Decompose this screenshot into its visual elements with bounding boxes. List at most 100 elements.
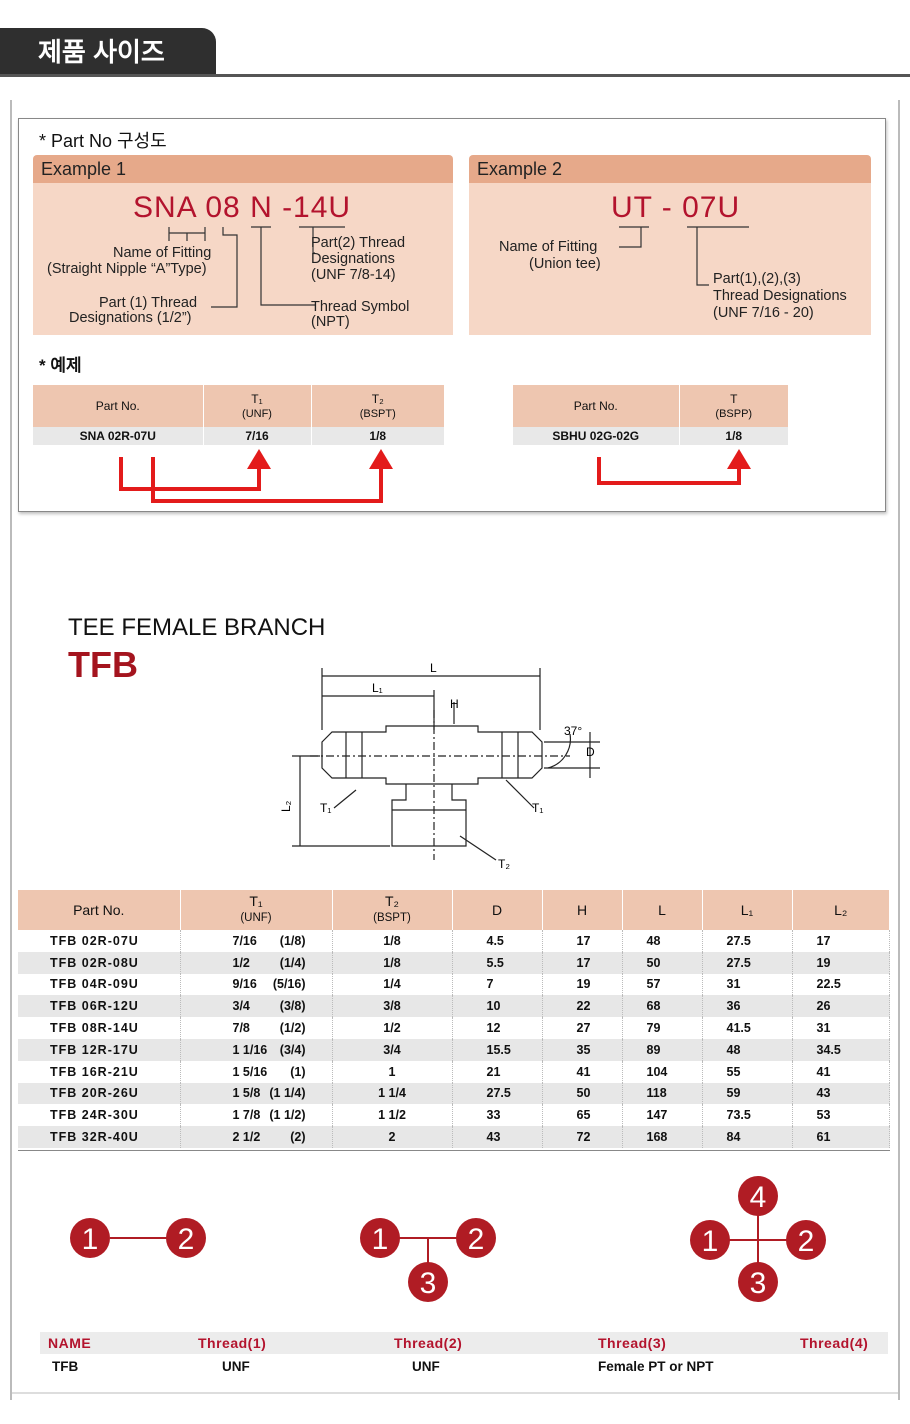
spec-table-bottom-rule [18,1150,890,1151]
cell-l2: 61 [792,1126,890,1148]
example2-name-line2: (Union tee) [529,256,601,272]
label-T1-right: T₁ [532,801,543,815]
example-arrows [119,449,751,503]
cell-l: 48 [622,930,703,952]
product-title: TEE FEMALE BRANCH [68,614,326,641]
example-heading: * 예제 [39,356,82,375]
cell-t2: 3/4 [332,1038,453,1061]
cell-h: 17 [542,930,623,952]
cell-l2: 43 [792,1082,890,1105]
cell-part-no: TFB 32R-40U [18,1126,181,1148]
cell-part-no: TFB 02R-07U [18,930,181,952]
cell-d: 21 [452,1060,543,1083]
spec-header-partno: Part No. [18,890,181,930]
label-T2: T₂ [498,857,510,871]
cell-l1: 27.5 [702,930,793,952]
spec-header-h: H [542,890,623,930]
ex2-header-partno: Part No. [513,385,680,427]
cell-l1: 27.5 [702,951,793,974]
section-title-tab: 제품 사이즈 [0,28,216,76]
cell-t1-paren: (1) [290,1064,306,1079]
example1-body: SNA 08 N -14U Name of Fitting (Straight … [33,183,453,335]
cell-t1-unf: 3/4 [232,999,250,1014]
ex2-cell-t: 1/8 [679,427,789,445]
cell-d: 27.5 [452,1082,543,1105]
cell-t2: 3/8 [332,995,453,1018]
example2-thread-line3: (UNF 7/16 - 20) [713,305,814,321]
cell-t1-unf: 1 7/8 [232,1108,261,1123]
ex1-header-t2-sub: (BSPT) [359,407,396,420]
d2-node-2-circle [456,1218,496,1258]
cell-part-no: TFB 12R-17U [18,1038,181,1061]
spec-header-t2-label: T₂ [385,893,399,909]
cell-l2: 53 [792,1104,890,1127]
ex1-cell-t1: 7/16 [203,427,312,445]
d2-node-1-circle [360,1218,400,1258]
name-header-thread4: Thread(4) [800,1332,888,1354]
cell-t1-unf: 1 5/8 [232,1086,261,1101]
d3-node-4-label: 4 [750,1181,767,1214]
example1-name-line1: Name of Fitting [113,245,212,261]
example2-label: Example 2 [469,155,871,183]
cell-t1-paren: (1 1/4) [269,1086,306,1101]
cell-d: 10 [452,995,543,1018]
d2-node-1-label: 1 [372,1223,389,1256]
arrow-t2-head [369,449,393,469]
cell-d: 5.5 [452,951,543,974]
spec-header-d: D [452,890,543,930]
cell-l1: 59 [702,1082,793,1105]
cell-h: 19 [542,973,623,996]
cell-h: 27 [542,1017,623,1039]
cell-t1-unf: 7/8 [232,1021,250,1036]
d1-node-2-label: 2 [178,1223,195,1256]
spec-table: Part No. T₁(UNF) T₂(BSPT) D H L L₁ L₂ TF… [18,890,890,1148]
cell-l1: 73.5 [702,1104,793,1127]
arrow-t-head [727,449,751,469]
example-table-2: Part No. T(BSPP) SBHU 02G-02G 1/8 [513,385,789,445]
cell-t2: 1 1/2 [332,1104,453,1127]
cell-l2: 41 [792,1060,890,1083]
example1-part2-line3: (UNF 7/8-14) [311,267,396,283]
example2-callout-lines [619,226,749,286]
ex2-header-t-label: T [730,391,738,406]
spec-header-t1-sub: (UNF) [240,912,272,924]
example2-thread-line2: Thread Designations [713,288,847,304]
cell-t2: 2 [332,1126,453,1148]
spec-header-t2: T₂(BSPT) [332,890,453,930]
cell-t1: 9/16(5/16) [180,973,333,996]
ex2-cell-partno: SBHU 02G-02G [513,427,680,445]
ex1-header-t2: T₂(BSPT) [311,385,445,427]
example1-part1-line1: Part (1) Thread [99,295,198,311]
cell-l1: 55 [702,1060,793,1083]
cell-t1: 1 1/16(3/4) [180,1038,333,1061]
thread-name-table: NAME Thread(1) Thread(2) Thread(3) Threa… [40,1332,888,1378]
cell-l: 118 [622,1082,703,1105]
spec-header-t1-label: T₁ [249,893,263,909]
cell-part-no: TFB 08R-14U [18,1017,181,1039]
cell-l: 168 [622,1126,703,1148]
cell-l2: 19 [792,951,890,974]
name-header-thread2: Thread(2) [394,1332,598,1354]
cell-t1-unf: 1 1/16 [232,1042,268,1057]
cell-d: 12 [452,1017,543,1039]
cell-t1: 2 1/2(2) [180,1126,333,1148]
cell-h: 35 [542,1038,623,1061]
cell-t1-paren: (2) [290,1130,306,1145]
cell-d: 4.5 [452,930,543,952]
cell-l2: 34.5 [792,1038,890,1061]
cell-h: 72 [542,1126,623,1148]
cell-l: 147 [622,1104,703,1127]
cell-t2: 1/8 [332,951,453,974]
cell-t1: 1/2(1/4) [180,951,333,974]
example-table-1: Part No. T₁(UNF) T₂(BSPT) SNA 02R-07U 7/… [33,385,445,445]
cell-l2: 26 [792,995,890,1018]
cell-d: 7 [452,973,543,996]
part-no-heading: * Part No 구성도 [39,131,167,151]
cell-t2: 1/8 [332,930,453,952]
d3-node-3-label: 3 [750,1267,767,1300]
